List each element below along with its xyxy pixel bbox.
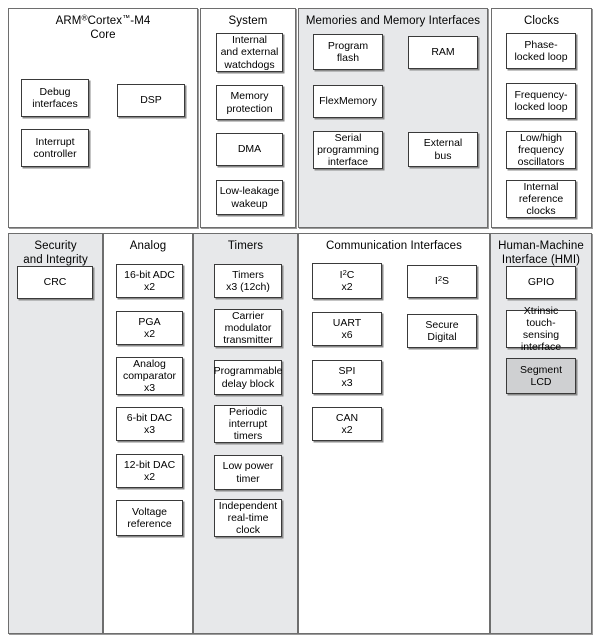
block-i2s: I2S [407, 265, 477, 298]
block-label: I2S [434, 274, 450, 288]
block-phase-locked-loop: Phase-locked loop [506, 33, 576, 69]
panel-title-system: System [228, 15, 268, 27]
block-gpio: GPIO [506, 266, 576, 299]
block-dma: DMA [216, 133, 283, 166]
panel-title-analog: Analog [129, 240, 167, 252]
block-label: CRC [43, 276, 67, 289]
panel-title-memories: Memories and Memory Interfaces [305, 15, 481, 27]
block-label: Phase-locked loop [514, 38, 568, 63]
panel-title-clocks: Clocks [523, 15, 560, 27]
block-flexmemory: FlexMemory [313, 85, 383, 118]
block-crc: CRC [17, 266, 93, 299]
block-label: RAM [431, 46, 455, 59]
block-ram: RAM [408, 36, 478, 69]
block-label: GPIO [527, 276, 555, 289]
block-label: DMA [237, 143, 262, 156]
block-label: FlexMemory [319, 95, 377, 108]
block-label: Frequency-locked loop [514, 88, 568, 113]
block-label: DSP [140, 94, 162, 107]
block-dsp: DSP [117, 84, 185, 117]
panel-title-communication-interfaces: Communication Interfaces [326, 240, 462, 252]
block-frequency-locked-loop: Frequency-locked loop [506, 83, 576, 119]
panel-title-timers: Timers [227, 240, 264, 252]
